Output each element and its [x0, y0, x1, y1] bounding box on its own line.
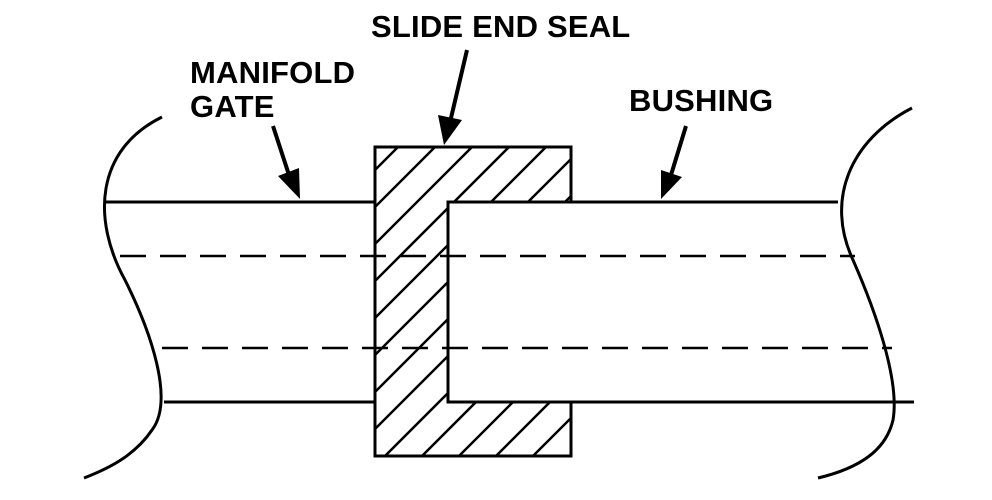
- slide-end-seal-outline: [373, 145, 573, 458]
- manifold-gate-arrow: [271, 125, 300, 199]
- leader-arrows: [271, 49, 688, 199]
- bushing-label: BUSHING: [629, 83, 773, 118]
- manifold-gate-label-line1: MANIFOLD: [190, 55, 355, 90]
- slide-end-seal-label: SLIDE END SEAL: [371, 9, 630, 44]
- manifold-gate-label-line2: GATE: [190, 89, 275, 124]
- bushing-pipe: [446, 106, 914, 480]
- manifold-gate-break-line: [83, 115, 163, 480]
- slide-end-seal-arrow: [438, 49, 469, 145]
- manifold-gate-pipe: [83, 115, 375, 480]
- bore-centerlines: [120, 254, 892, 350]
- bushing-arrow: [661, 125, 688, 199]
- bushing-break-line: [817, 106, 913, 480]
